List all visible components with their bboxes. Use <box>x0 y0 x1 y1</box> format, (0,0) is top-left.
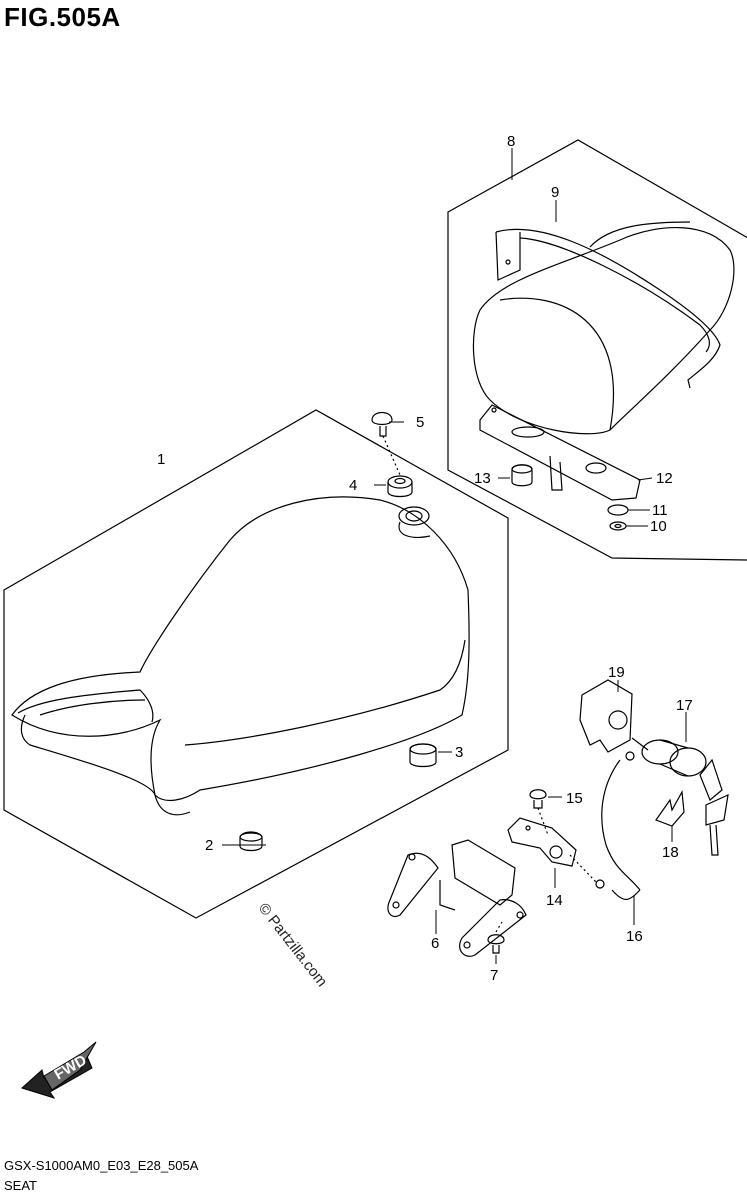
callout-5: 5 <box>416 414 424 431</box>
callout-4: 4 <box>349 477 357 494</box>
part-16-cable <box>569 751 641 900</box>
part-6-hinge <box>387 839 527 957</box>
callout-3: 3 <box>455 744 463 761</box>
callout-2: 2 <box>205 837 213 854</box>
callout-7: 7 <box>490 967 498 984</box>
front-seat-group-outline <box>3 409 509 919</box>
part-17-lock <box>631 737 729 856</box>
part-13-cushion <box>511 464 533 487</box>
part-11-washer <box>607 504 629 516</box>
leader-lines <box>222 148 687 964</box>
part-19-bracket <box>579 679 633 753</box>
part-4-grommet <box>387 475 413 498</box>
part-14-latch <box>507 817 577 867</box>
fwd-arrow: FWD <box>21 1041 97 1099</box>
callout-18: 18 <box>662 844 679 861</box>
part-3-cushion <box>409 743 437 768</box>
part-5-bolt <box>371 411 401 476</box>
figure-name: SEAT <box>4 1178 37 1193</box>
rear-seat-group-outline <box>447 139 747 561</box>
rear-seat <box>472 221 735 435</box>
figure-title: FIG.505A <box>4 2 121 32</box>
callout-14: 14 <box>546 892 563 909</box>
part-15-bolt <box>529 789 549 836</box>
callout-6: 6 <box>431 935 439 952</box>
callout-11: 11 <box>652 502 668 519</box>
front-seat <box>11 496 470 816</box>
part-12-bracket <box>479 404 641 501</box>
callout-17: 17 <box>676 697 693 714</box>
part-18-clip <box>655 790 685 827</box>
figure-code: GSX-S1000AM0_E03_E28_505A <box>4 1158 199 1173</box>
callout-8: 8 <box>507 133 515 150</box>
callout-19: 19 <box>608 664 625 681</box>
callout-labels: 1 2 3 4 5 6 7 8 9 10 11 12 13 14 15 16 1… <box>157 133 693 984</box>
part-10-nut <box>609 521 627 531</box>
callout-16: 16 <box>626 928 643 945</box>
callout-9: 9 <box>551 184 559 201</box>
callout-1: 1 <box>157 451 165 468</box>
watermark: © Partzilla.com <box>255 900 331 990</box>
callout-15: 15 <box>566 790 583 807</box>
callout-10: 10 <box>650 518 667 535</box>
part-9-strap <box>495 228 721 389</box>
part-7-bolt <box>487 921 505 954</box>
part-2-cushion <box>239 831 263 852</box>
callout-12: 12 <box>656 470 673 487</box>
callout-13: 13 <box>474 470 491 487</box>
